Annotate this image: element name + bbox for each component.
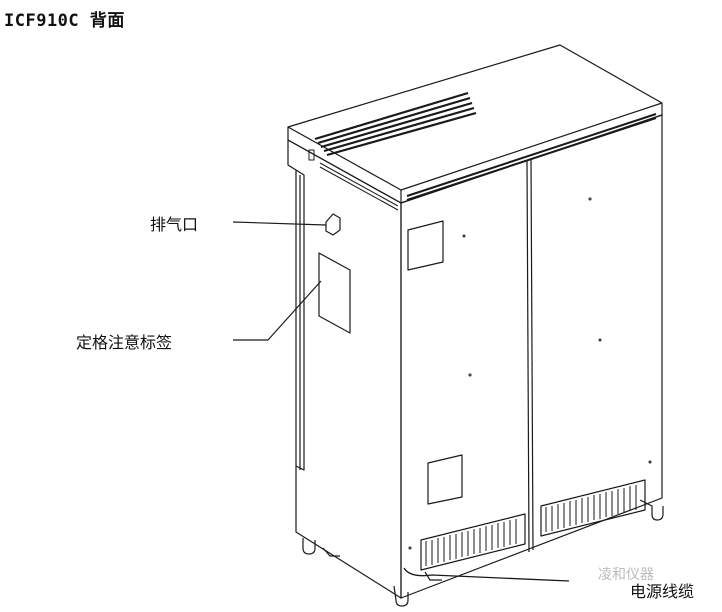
top-vent-slots <box>314 91 477 157</box>
upper-access-panel <box>407 220 444 271</box>
bottom-vent-right <box>540 479 646 537</box>
screws <box>408 197 652 550</box>
casters <box>302 499 664 607</box>
page-title: ICF910C 背面 <box>4 11 125 31</box>
lower-access-panel <box>427 454 463 505</box>
callout-exhaust: 排气口 <box>150 215 199 234</box>
cabinet-top <box>287 44 663 211</box>
watermark: 凌和仪器 <box>598 567 654 583</box>
callout-leaders <box>232 221 327 341</box>
switch-icon <box>308 149 315 161</box>
callout-rating-label: 定格注意标签 <box>76 333 173 352</box>
cabinet-side-face <box>287 139 402 599</box>
rating-label-plate <box>318 252 351 334</box>
leader-rating-label <box>233 280 322 341</box>
cabinet-back-face <box>400 114 663 599</box>
leader-exhaust <box>232 221 327 226</box>
power-cable <box>403 567 570 582</box>
callout-power-cable: 电源线缆 <box>630 582 695 601</box>
side-top-vent <box>319 162 399 211</box>
bottom-vent-left <box>420 513 526 571</box>
exhaust-port <box>325 213 341 236</box>
